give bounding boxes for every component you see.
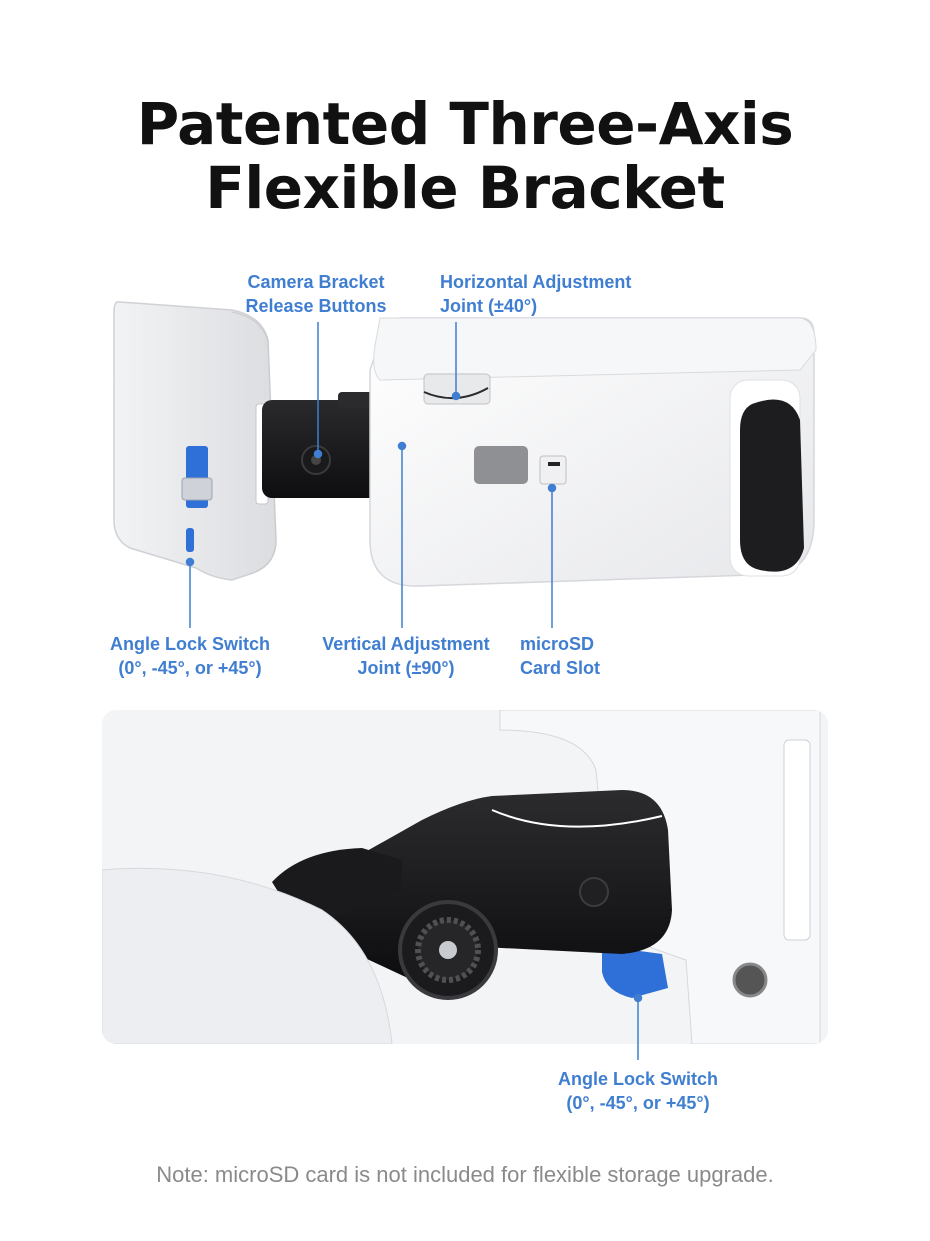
top-leader-lines (185, 322, 557, 628)
title-line-1: Patented Three-Axis (136, 90, 794, 158)
footnote: Note: microSD card is not included for f… (156, 1162, 774, 1187)
closeup-photo-panel (102, 710, 828, 1044)
label-camera-bracket-release-buttons: Camera Bracket Release Buttons (245, 272, 387, 316)
angle-lock-clip-bottom (602, 946, 668, 998)
label-angle-lock-switch-top: Angle Lock Switch (0°, -45°, or +45°) (109, 634, 271, 678)
page-title: Patented Three-Axis Flexible Bracket (0, 92, 930, 220)
camera-body (369, 317, 817, 587)
label-vertical-adjustment-joint: Vertical Adjustment Joint (±90°) (322, 634, 490, 678)
title-line-2: Flexible Bracket (205, 154, 725, 222)
mounting-plate (113, 300, 277, 581)
label-angle-lock-switch-bottom: Angle Lock Switch (0°, -45°, or +45°) (557, 1069, 719, 1113)
closeup-illustration (102, 710, 821, 1044)
label-microsd-card-slot: microSD Card Slot (520, 634, 601, 678)
label-horizontal-adjustment-joint: Horizontal Adjustment Joint (±40°) (440, 272, 632, 316)
